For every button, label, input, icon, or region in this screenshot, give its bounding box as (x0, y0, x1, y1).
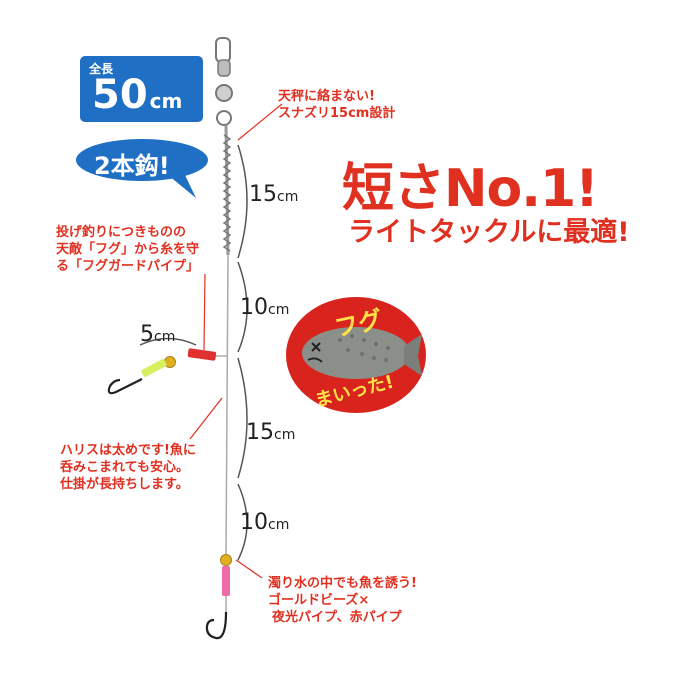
measurement-unit: cm (274, 427, 296, 443)
headline-main: 短さNo.1! (342, 159, 599, 219)
measurement-lower: 10cm (240, 510, 289, 535)
callout-line: 濁り水の中でも魚を誘う! (268, 576, 417, 591)
callout-harisu: ハリスは太めです!魚に 呑みこまれても安心。 仕掛が長持ちします。 (60, 442, 196, 493)
callout-line: る「フグガードパイプ」 (56, 259, 200, 274)
swivel-icon (215, 37, 233, 126)
callout-beads: 濁り水の中でも魚を誘う! ゴールドビーズ× 夜光パイプ、赤パイプ (268, 575, 417, 626)
measurement-value: 5 (140, 322, 154, 347)
measurement-arcs (139, 144, 248, 561)
measurement-middle: 15cm (246, 420, 295, 445)
measurement-value: 10 (240, 295, 268, 320)
hook-count-bubble (76, 139, 208, 198)
lower-branch (205, 554, 232, 640)
callout-line: 投げ釣りにつきものの (56, 225, 187, 240)
fugu-fish-icon (302, 327, 410, 379)
measurement-upper: 10cm (240, 295, 289, 320)
callout-fugu-guard: 投げ釣りにつきものの 天敵「フグ」から糸を守 る「フグガードパイプ」 (56, 224, 199, 275)
total-length-badge (80, 56, 203, 122)
fugu-badge (286, 297, 426, 413)
callout-line: 天秤に絡まない! (278, 89, 375, 104)
badge-label: 全長 (89, 62, 114, 76)
callout-line: スナズリ15cm設計 (278, 106, 396, 121)
callout-line: 天敵「フグ」から糸を守 (56, 242, 200, 257)
badge-unit: cm (149, 89, 183, 113)
callout-snazuri: 天秤に絡まない! スナズリ15cm設計 (278, 88, 395, 122)
snazuri-line (222, 124, 232, 256)
callout-line: 夜光パイプ、赤パイプ (272, 610, 402, 625)
measurement-value: 10 (240, 510, 268, 535)
callout-line: 仕掛が長持ちします。 (60, 477, 189, 492)
measurement-value: 15 (249, 182, 277, 207)
measurement-value: 15 (246, 420, 274, 445)
measurement-unit: cm (268, 517, 290, 533)
measurement-unit: cm (268, 302, 290, 318)
badge-value: 50 (92, 72, 148, 118)
headline-sub: ライトタックルに最適! (348, 217, 630, 248)
measurement-unit: cm (154, 329, 176, 345)
callout-line: 呑みこまれても安心。 (60, 460, 189, 475)
measurement-snazuri: 15cm (249, 182, 298, 207)
callout-line: ハリスは太めです!魚に (60, 443, 196, 458)
main-line (225, 254, 229, 556)
hook-count: 2本鈎! (94, 152, 170, 180)
upper-branch (107, 348, 228, 395)
callout-leaders (189, 103, 283, 579)
measurement-unit: cm (277, 189, 299, 205)
callout-line: ゴールドビーズ× (268, 593, 370, 608)
measurement-branch: 5cm (140, 322, 175, 347)
